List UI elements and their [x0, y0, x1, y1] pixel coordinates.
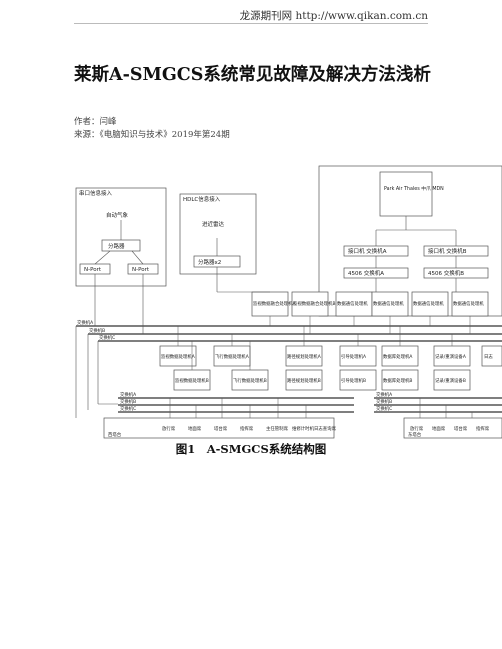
hdlc-input-label: HDLC信息接入 [183, 195, 221, 203]
nport-1-label: N-Port [84, 267, 102, 273]
row2-3-box [285, 369, 323, 391]
proc-top-1-label: 监视数据融合处理机A [253, 300, 296, 307]
row1-4-label: 引导处理机A [341, 353, 366, 360]
row1-3-label: 路径规划处理机A [287, 353, 321, 360]
bus-3-label: 交换机C [99, 334, 115, 341]
east-console-4-label: 指挥席 [476, 425, 490, 432]
west-console-1-label: 放行席 [162, 425, 176, 432]
row2-4-box [339, 369, 377, 391]
bus-2-label: 交换机B [89, 327, 105, 334]
proc-top-4-box [371, 291, 409, 317]
west-console-5-label: 主任管制席 [266, 425, 289, 432]
park-air-box [379, 171, 433, 217]
row2-4-label: 引导处理机B [341, 377, 366, 384]
proc-top-6-box [451, 291, 489, 317]
splitter-a-label: 分路器 [108, 242, 125, 250]
proc-top-3-label: 数据通信处理机 [337, 300, 368, 307]
east-tower-group [403, 417, 502, 439]
west-console-3-label: 塔台席 [214, 425, 228, 432]
row2-1-label: 监视数据处理机B [175, 377, 209, 384]
architecture-figure: 串口信息接入 自动气象 分路器 N-Port N-Port HDLC信息接入 进… [74, 160, 502, 440]
west-console-2-label: 地面席 [188, 425, 202, 432]
proc-top-5-box [411, 291, 449, 317]
east-tower-label: 东塔台 [408, 431, 422, 438]
row1-2-label: 飞行数据处理机A [215, 353, 249, 360]
rbus-3-label: 交换机C [376, 405, 392, 412]
serial-input-label: 串口信息接入 [79, 189, 113, 197]
west-tower-group [103, 417, 335, 439]
auto-weather-label: 自动气象 [106, 211, 129, 219]
row2-5-box [381, 369, 419, 391]
west-tower-label: 西塔台 [108, 431, 122, 438]
article-title: 莱斯A-SMGCS系统常见故障及解决方法浅析 [74, 65, 431, 85]
row1-7-box [481, 345, 502, 367]
article-source: 来源：《电脑知识与技术》2019年第24期 [74, 130, 230, 140]
row1-6-label: 记录/重演设备A [435, 353, 466, 360]
row2-3-label: 路径规划处理机B [287, 377, 321, 384]
architecture-diagram: 串口信息接入 自动气象 分路器 N-Port N-Port HDLC信息接入 进… [75, 165, 502, 439]
sw4506-b-label: 4506 交换机B [428, 269, 464, 277]
iface-b-label: 接口机 交换机B [428, 247, 467, 255]
row2-5-label: 数据库处理机B [383, 377, 412, 384]
row1-7-label: 日志 [484, 353, 493, 360]
west-console-6-label: 维修计时机 [292, 425, 315, 432]
lbus-1-label: 交换机A [120, 391, 136, 398]
row2-6-label: 记录/重演设备B [435, 377, 466, 384]
east-console-1-label: 放行席 [410, 425, 424, 432]
nport-2-label: N-Port [132, 267, 150, 273]
proc-top-4-label: 数据通信处理机 [373, 300, 404, 307]
proc-top-2-box [291, 291, 329, 317]
bus-1-label: 交换机A [77, 319, 93, 326]
iface-a-label: 接口机 交换机A [348, 247, 387, 255]
lbus-3-label: 交换机C [120, 405, 136, 412]
header-divider [74, 23, 428, 24]
lbus-2-label: 交换机B [120, 398, 136, 405]
row1-5-label: 数据库处理机A [383, 353, 412, 360]
sw4506-a-label: 4506 交换机A [348, 269, 384, 277]
east-console-2-label: 地面席 [432, 425, 446, 432]
east-console-3-label: 塔台席 [454, 425, 468, 432]
row2-2-label: 飞行数据处理机B [233, 377, 267, 384]
row2-6-box [433, 369, 471, 391]
west-console-4-label: 指挥席 [240, 425, 254, 432]
west-console-7-label: 日志查询席 [314, 425, 337, 432]
proc-top-6-label: 数据通信处理机 [453, 300, 484, 307]
proc-top-2-label: 监视数据融合处理机B [293, 300, 336, 307]
hdlc-source-label: 进近雷达 [202, 220, 225, 228]
rbus-1-label: 交换机A [376, 391, 392, 398]
row1-1-label: 监视数据处理机A [161, 353, 195, 360]
splitter-b-label: 分路器x2 [198, 258, 221, 266]
article-author: 作者：闫峰 [74, 117, 117, 127]
rbus-2-label: 交换机B [376, 398, 392, 405]
journal-header: 龙源期刊网 http://www.qikan.com.cn [239, 10, 428, 22]
figure-caption: 图1 A-SMGCS系统结构图 [175, 442, 327, 456]
proc-top-5-label: 数据通信处理机 [413, 300, 444, 307]
park-air-label: Park Air Thales 中爪 MDN [384, 185, 444, 192]
